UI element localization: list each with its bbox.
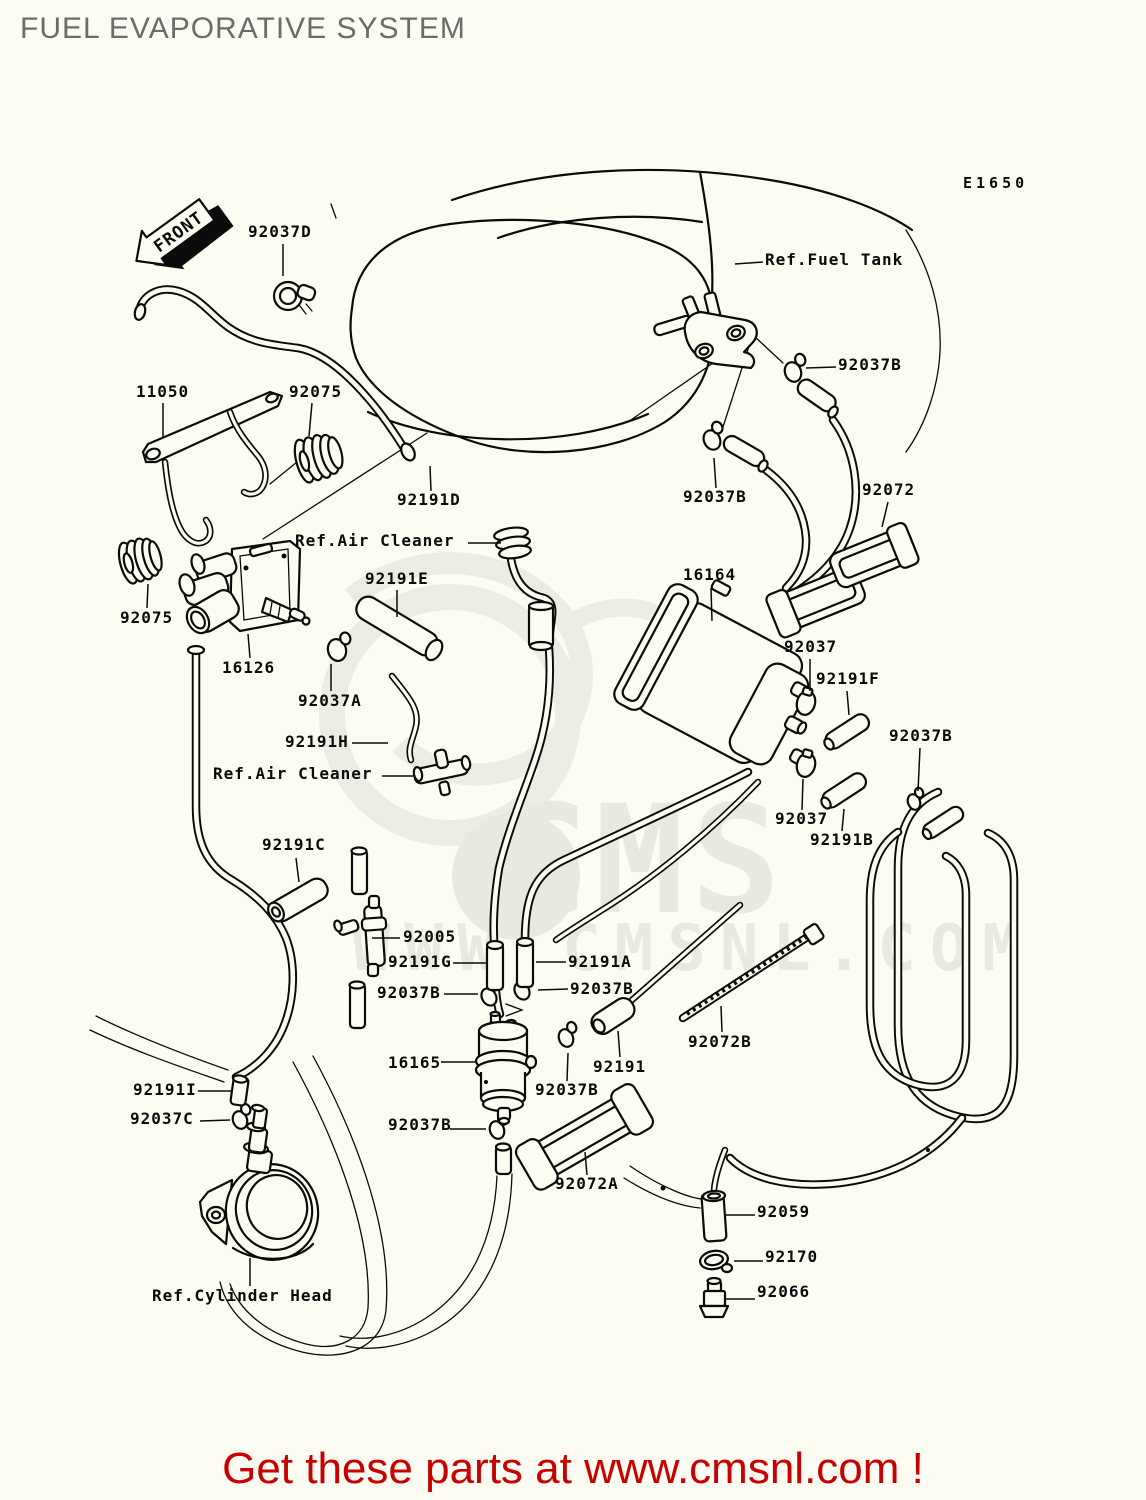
leader-line (247, 633, 251, 659)
clamp-92037D (272, 280, 317, 315)
leader-line (199, 1119, 231, 1122)
leader-line (801, 778, 804, 811)
leader-line (734, 261, 764, 265)
part-number-label: 92037B (535, 1080, 599, 1099)
part-number-label: 92075 (289, 382, 343, 401)
leader-line (881, 501, 889, 528)
part-number-label: 92072 (862, 480, 916, 499)
cylinder-head-holder (198, 1103, 320, 1261)
part-number-label: 16164 (683, 565, 737, 584)
part-number-label: 92037 (784, 637, 838, 656)
tube-92191E (355, 595, 444, 662)
part-number-label: 92191 (593, 1057, 647, 1076)
collar-92059 (700, 1189, 728, 1243)
leader-line (710, 587, 713, 622)
part-number-label: 92037C (130, 1109, 194, 1128)
leader-line (295, 857, 300, 883)
tube-92191 (590, 996, 636, 1036)
part-number-label: 92191A (568, 952, 632, 971)
part-number-label: 92191I (133, 1080, 197, 1099)
three-way-92005 (333, 846, 388, 1030)
strap-92072A (514, 1083, 655, 1191)
part-number-label: 92072A (555, 1174, 619, 1193)
tube-92191F (823, 713, 871, 751)
part-number-label: 92191B (810, 830, 874, 849)
part-number-label: 92037B (683, 487, 747, 506)
tube-after-clamp-top (796, 378, 839, 419)
leader-line (308, 402, 313, 437)
part-number-label: 92191H (285, 732, 349, 751)
strap-92072B (678, 922, 825, 1023)
filter-16165 (474, 1003, 538, 1176)
leader-line (917, 747, 921, 792)
ring-92170 (699, 1249, 734, 1274)
leader-line (846, 690, 850, 716)
part-number-label: 92005 (403, 927, 457, 946)
leader-line (617, 1030, 621, 1058)
part-number-label: 92191G (388, 952, 452, 971)
air-cleaner-elbow (493, 526, 557, 652)
part-number-label: 92170 (765, 1247, 819, 1266)
part-number-label: 92066 (757, 1282, 811, 1301)
leader-line (841, 808, 845, 832)
tube-after-clamp-mid (722, 434, 769, 473)
part-number-label: 92191F (816, 669, 880, 688)
grommet-92075-top (293, 433, 344, 484)
tube-92191B (820, 772, 868, 810)
part-number-label: 92072B (688, 1032, 752, 1051)
part-number-label: 92059 (757, 1202, 811, 1221)
part-number-label: 92037B (838, 355, 902, 374)
bracket-11050 (141, 390, 284, 547)
leader-line (537, 988, 569, 991)
hoses (89, 285, 1019, 1356)
tube-92191A (515, 936, 535, 989)
tube-92191C (267, 877, 329, 923)
reference-label: Ref.Air Cleaner (213, 764, 373, 783)
tube-92191G (485, 939, 505, 992)
part-number-label: 92037B (377, 983, 441, 1002)
part-number-label: 92037B (570, 979, 634, 998)
part-number-label: 92191E (365, 569, 429, 588)
part-number-label: 92191D (397, 490, 461, 509)
part-number-label: 16126 (222, 658, 276, 677)
reference-label: Ref.Fuel Tank (765, 250, 904, 269)
tube-right-small (921, 805, 965, 841)
reference-label: Ref.Cylinder Head (152, 1286, 333, 1305)
canister-16164 (613, 579, 814, 768)
footer-banner: Get these parts at www.cmsnl.com ! (222, 1444, 924, 1493)
leader-line (720, 1005, 723, 1033)
tube-92191I (229, 1074, 250, 1107)
tank-bracket (653, 291, 758, 370)
part-number-label: 92037 (775, 809, 829, 828)
part-number-label: 92037D (248, 222, 312, 241)
part-number-label: 92037A (298, 691, 362, 710)
valve-16126 (178, 539, 311, 635)
leader-line (805, 366, 837, 369)
straps-92072 (765, 521, 920, 639)
leader-line (713, 457, 717, 489)
leader-line (429, 465, 432, 492)
reference-label: Ref.Air Cleaner (295, 531, 455, 550)
part-number-label: 92075 (120, 608, 174, 627)
leader-line (584, 1151, 588, 1176)
diagram-code: E1650 (963, 174, 1029, 192)
part-number-label: 16165 (388, 1053, 442, 1072)
leader-line (146, 583, 149, 609)
front-direction-arrow: FRONT (135, 198, 234, 270)
grommet-92075-left (117, 537, 163, 585)
part-number-label: 92037B (889, 726, 953, 745)
air-cleaner-t-joint (412, 748, 472, 797)
part-number-label: 92191C (262, 835, 326, 854)
part-number-label: 92037B (388, 1115, 452, 1134)
page-title: FUEL EVAPORATIVE SYSTEM (20, 12, 466, 45)
leader-line (566, 1052, 569, 1082)
plug-92066 (698, 1276, 730, 1319)
part-number-label: 11050 (136, 382, 190, 401)
leader-lines (146, 244, 921, 1300)
